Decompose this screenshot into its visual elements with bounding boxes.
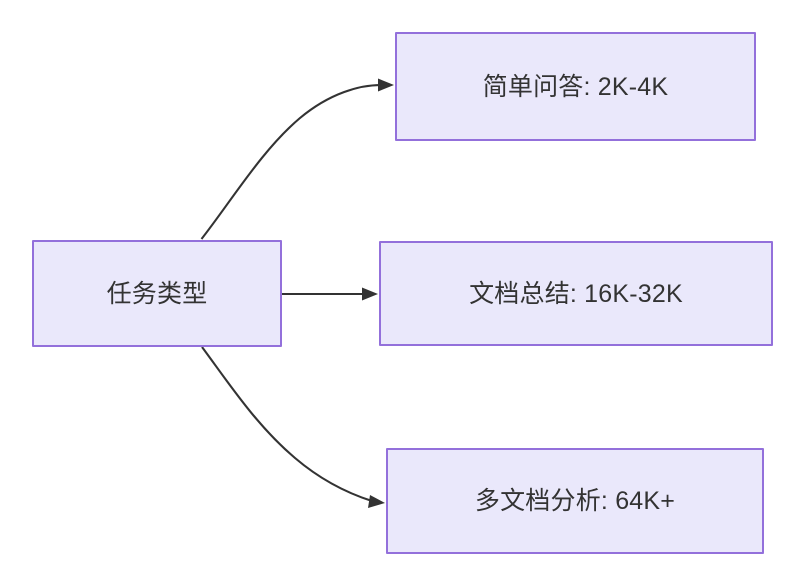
arrow-head-simple-qa: [378, 78, 394, 92]
node-multi-doc-analysis[interactable]: 多文档分析: 64K+: [386, 448, 764, 554]
arrow-head-doc-summary: [362, 287, 378, 301]
edge-source-to-doc-summary: [282, 287, 378, 301]
node-multi-doc-analysis-label: 多文档分析: 64K+: [474, 487, 676, 515]
node-task-type-label: 任务类型: [106, 279, 208, 308]
edge-path-multi-doc: [201, 346, 373, 503]
arrow-head-multi-doc: [368, 495, 385, 508]
node-simple-qa-label: 简单问答: 2K-4K: [482, 72, 669, 101]
edge-source-to-simple-qa: [200, 78, 394, 240]
node-doc-summary-label: 文档总结: 16K-32K: [469, 279, 683, 308]
edge-source-to-multi-doc: [201, 346, 385, 508]
node-task-type[interactable]: 任务类型: [32, 240, 282, 347]
edge-path-simple-qa: [200, 83, 382, 240]
node-doc-summary[interactable]: 文档总结: 16K-32K: [379, 241, 773, 346]
node-simple-qa[interactable]: 简单问答: 2K-4K: [395, 32, 756, 141]
